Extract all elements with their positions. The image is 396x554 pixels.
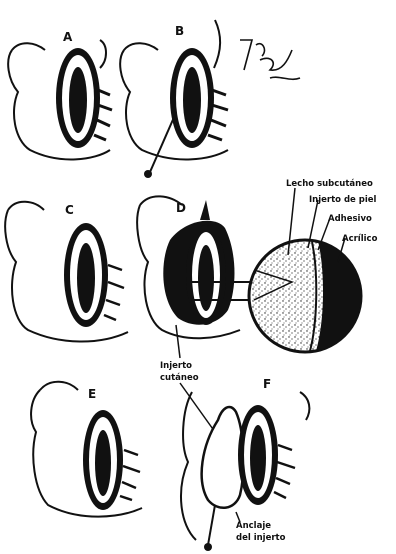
- label-anclaje-1: Anclaje: [236, 521, 271, 531]
- panel-f-letter: F: [263, 377, 271, 391]
- panel-d: D: [137, 196, 250, 338]
- label-lecho-subcutaneo: Lecho subcutáneo: [286, 179, 373, 189]
- panel-e-letter: E: [88, 387, 96, 401]
- label-injerto-de-piel: Injerto de piel: [309, 195, 377, 205]
- label-injerto-cutaneo-2: cutáneo: [160, 373, 199, 383]
- label-anclaje-2: del injerto: [236, 533, 286, 543]
- label-injerto-cutaneo-1: Injerto: [160, 361, 192, 371]
- label-acrilico: Acrílico: [342, 234, 378, 244]
- panel-b: B: [120, 20, 228, 178]
- signature: [240, 40, 300, 79]
- panel-b-letter: B: [175, 24, 184, 38]
- label-adhesivo: Adhesivo: [328, 214, 372, 224]
- magnified-detail: [249, 240, 361, 352]
- panel-d-letter: D: [176, 201, 186, 215]
- panel-a: A: [8, 30, 112, 159]
- panel-c: C: [5, 202, 128, 342]
- panel-a-letter: A: [63, 30, 73, 44]
- panel-c-letter: C: [65, 203, 74, 217]
- panel-e: E: [31, 382, 142, 517]
